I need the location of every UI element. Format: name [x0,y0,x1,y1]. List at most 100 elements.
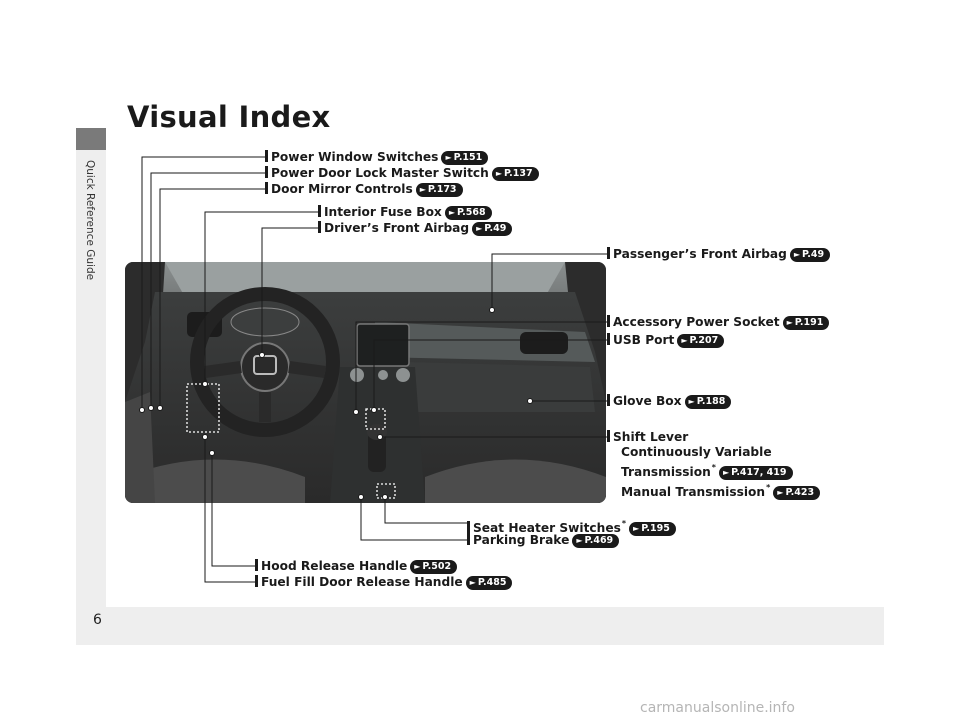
callout-marker [265,166,268,178]
callout-marker [607,247,610,259]
callout-marker [467,533,470,545]
callout-seat-heater-switches: Seat Heater Switches*►P.195 [467,516,676,536]
page-ref-arrow-icon: ► [793,250,801,259]
callout-label: Driver’s Front Airbag [324,221,470,235]
callout-marker [255,575,258,587]
callout-marker [467,521,470,533]
page-ref-text: P.151 [453,152,483,163]
page-ref-text: P.188 [696,396,726,407]
page-ref-text: P.49 [802,249,825,260]
callout-label: Accessory Power Socket [613,315,780,329]
page-ref-text: P.49 [484,223,507,234]
callout-label: Glove Box [613,394,682,408]
callout-accessory-power-socket: Accessory Power Socket►P.191 [607,315,830,330]
page-ref-link[interactable]: ►P.207 [677,334,725,348]
callout-shift-lever: Shift Lever Continuously Variable Transm… [607,430,821,500]
dashboard-photo [125,262,606,503]
page-ref-text: P.173 [427,184,457,195]
callout-marker [607,394,610,406]
callout-usb-port: USB Port►P.207 [607,333,725,348]
callout-marker [265,150,268,162]
shift-lever-cvt-line2: Transmission*►P.417, 419 [607,460,820,480]
page-ref-arrow-icon: ► [681,336,688,345]
page-ref-text: P.502 [422,561,452,572]
callout-label: Power Door Lock Master Switch [271,166,489,180]
callout-label: Seat Heater Switches [473,521,621,535]
page-ref-text: P.137 [503,168,533,179]
page-ref-arrow-icon: ► [495,169,502,178]
page-ref-text: P.485 [477,577,507,588]
page-ref-link[interactable]: ►P.568 [444,206,492,220]
callout-marker [607,430,610,442]
page-ref-link[interactable]: ►P.485 [465,576,513,590]
callout-label: Parking Brake [473,533,570,547]
page-ref-text: P.191 [794,317,824,328]
page-ref-link[interactable]: ►P.191 [782,316,830,330]
shift-lever-mt-line: Manual Transmission*►P.423 [607,480,821,500]
callout-label: Interior Fuse Box [324,205,442,219]
page-ref-text: P.469 [584,535,614,546]
optional-marker: * [621,519,627,528]
dashboard-illustration [125,262,606,503]
callout-fuel-fill-door-release-handle: Fuel Fill Door Release Handle►P.485 [255,575,513,590]
page-ref-link[interactable]: ►P.502 [410,560,458,574]
callout-sublabel: Transmission [621,465,711,479]
callout-label: USB Port [613,333,675,347]
callout-marker [318,205,321,217]
callout-hood-release-handle: Hood Release Handle►P.502 [255,559,458,574]
callout-door-mirror-controls: Door Mirror Controls►P.173 [265,182,463,197]
page-ref-arrow-icon: ► [777,488,784,497]
sidebar-label: Quick Reference Guide [84,160,96,281]
page-ref-link[interactable]: ►P.173 [415,183,463,197]
page-title: Visual Index [127,100,331,134]
page-ref-link[interactable]: ►P.417, 419 [718,466,793,480]
sidebar-tab [76,128,106,150]
page-ref-link[interactable]: ►P.469 [572,534,620,548]
callout-label: Passenger’s Front Airbag [613,247,787,261]
callout-marker [318,221,321,233]
callout-sublabel: Continuously Variable [621,445,772,459]
callout-interior-fuse-box: Interior Fuse Box►P.568 [318,205,492,220]
shift-lever-cvt-line: Continuously Variable [607,445,820,460]
page-ref-text: P.417, 419 [731,467,787,478]
watermark: carmanualsonline.info [640,700,795,716]
optional-marker: * [711,463,716,472]
page-ref-text: P.207 [689,335,719,346]
page-ref-text: P.195 [641,523,670,534]
callout-drivers-front-airbag: Driver’s Front Airbag►P.49 [318,221,513,236]
callout-marker [255,559,258,571]
page-ref-link[interactable]: ►P.151 [441,151,489,165]
page-ref-arrow-icon: ► [688,397,695,406]
callout-label: Fuel Fill Door Release Handle [261,575,463,589]
callout-power-door-lock-master-switch: Power Door Lock Master Switch►P.137 [265,166,539,181]
callout-label: Door Mirror Controls [271,182,413,196]
page-ref-link[interactable]: ►P.49 [472,222,513,236]
page-ref-text: P.568 [456,207,486,218]
page-ref-text: P.423 [785,487,815,498]
page-ref-arrow-icon: ► [469,578,476,587]
page-ref-link[interactable]: ►P.188 [684,395,732,409]
callout-parking-brake: Parking Brake►P.469 [467,533,620,548]
callout-power-window-switches: Power Window Switches►P.151 [265,150,489,165]
page-ref-link[interactable]: ►P.423 [773,486,821,500]
page-ref-arrow-icon: ► [476,224,483,233]
callout-label: Hood Release Handle [261,559,408,573]
callout-label: Power Window Switches [271,150,439,164]
callout-marker [607,315,610,327]
footer-bar [76,607,884,645]
page-number: 6 [93,612,102,628]
page-ref-link[interactable]: ►P.49 [789,248,831,262]
callout-passengers-front-airbag: Passenger’s Front Airbag►P.49 [607,247,831,262]
shift-lever-heading: Shift Lever [607,430,820,445]
page-ref-arrow-icon: ► [445,153,452,162]
callout-marker [607,333,610,345]
callout-marker [265,182,268,194]
page-ref-arrow-icon: ► [786,318,793,327]
page-ref-link[interactable]: ►P.137 [491,167,539,181]
page-ref-arrow-icon: ► [576,536,583,545]
page-ref-arrow-icon: ► [414,562,421,571]
callout-glove-box: Glove Box►P.188 [607,394,732,409]
page-ref-link[interactable]: ►P.195 [629,522,676,536]
optional-marker: * [766,483,771,492]
